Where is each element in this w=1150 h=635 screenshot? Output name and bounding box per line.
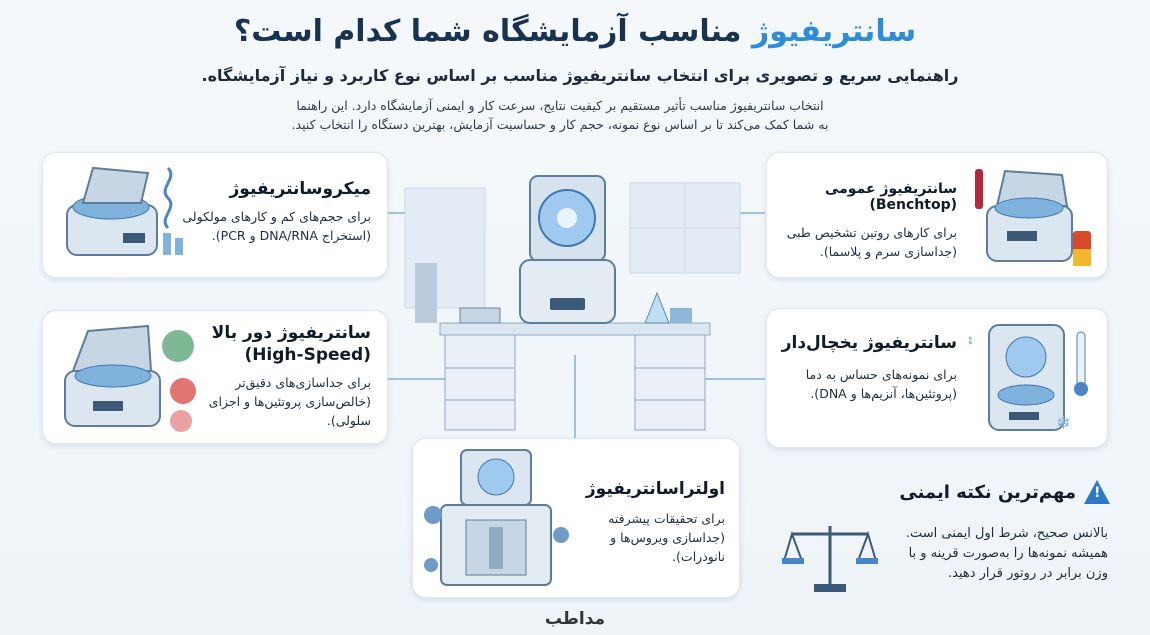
card-refrigerated-desc-2: (پروتئین‌ها، آنزیم‌ها و DNA). — [810, 386, 957, 401]
card-microcentrifuge: میکروسانتریفیوژ برای حجم‌های کم و کارهای… — [42, 152, 388, 278]
card-high-speed-title: سانتریفیوژ دور بالا — [211, 323, 371, 343]
intro-line-1: انتخاب سانتریفیوژ مناسب تأثیر مستقیم بر … — [296, 98, 824, 113]
card-ultracentrifuge-title: اولتراسانتریفیوژ — [585, 479, 725, 499]
connector-left-mid — [385, 378, 445, 380]
safety-section: ! مهم‌ترین نکته ایمنی بالانس صحیح، شرط ا… — [780, 472, 1110, 602]
card-high-speed: سانتریفیوژ دور بالا (High-Speed) برای جد… — [42, 310, 388, 444]
balance-scale-icon — [782, 526, 878, 592]
card-ultracentrifuge: اولتراسانتریفیوژ برای تحقیقات پیشرفته (ج… — [412, 438, 740, 598]
card-microcentrifuge-desc-2: (استخراج DNA/RNA و PCR). — [211, 228, 371, 243]
high-speed-centrifuge-icon — [64, 324, 196, 432]
svg-text:❄: ❄ — [1056, 413, 1071, 434]
footer-brand: مداطب — [544, 609, 606, 629]
card-microcentrifuge-title: میکروسانتریفیوژ — [229, 179, 372, 199]
intro-text: انتخاب سانتریفیوژ مناسب تأثیر مستقیم بر … — [240, 96, 880, 134]
safety-title: مهم‌ترین نکته ایمنی — [899, 481, 1076, 503]
card-microcentrifuge-desc-1: برای حجم‌های کم و کارهای مولکولی — [182, 209, 371, 224]
warning-icon: ! — [1084, 480, 1110, 504]
safety-desc-3: وزن برابر در روتور قرار دهید. — [948, 566, 1108, 581]
connector-bottom — [574, 355, 576, 440]
card-high-speed-title-en: (High-Speed) — [244, 345, 371, 365]
card-refrigerated-desc-1: برای نمونه‌های حساس به دما — [805, 367, 957, 382]
microcentrifuge-icon — [66, 166, 183, 256]
card-benchtop-title: سانتریفیوژ عمومی (Benchtop) — [824, 181, 957, 213]
card-refrigerated-title: سانتریفیوژ یخچال‌دار — [781, 333, 957, 353]
benchtop-centrifuge-icon — [975, 169, 1091, 266]
card-ultracentrifuge-desc-1: برای تحقیقات پیشرفته — [608, 511, 725, 526]
card-high-speed-desc-2: (خالص‌سازی پروتئین‌ها و اجزای — [208, 394, 371, 409]
intro-line-2: به شما کمک می‌کند تا بر اساس نوع نمونه، … — [291, 117, 829, 132]
card-refrigerated: ❄ ❄ سانتریفیوژ یخچال‌دار برای نمونه‌های … — [766, 308, 1108, 448]
card-benchtop: سانتریفیوژ عمومی (Benchtop) برای کارهای … — [766, 152, 1108, 278]
page-title: سانتریفیوژ مناسب آزمایشگاه شما کدام است؟ — [200, 14, 950, 49]
safety-desc-2: همیشه نمونه‌ها را به‌صورت قرینه و با — [908, 546, 1108, 561]
page-title-rest: مناسب آزمایشگاه شما کدام است؟ — [233, 14, 742, 49]
page-subtitle: راهنمایی سریع و تصویری برای انتخاب سانتر… — [201, 66, 959, 85]
card-high-speed-desc-1: برای جداسازی‌های دقیق‌تر — [235, 375, 371, 390]
connector-right-mid — [705, 378, 765, 380]
card-ultracentrifuge-desc-2: (جداسازی ویروس‌ها و نانوذرات). — [610, 530, 725, 564]
card-benchtop-desc-2: (جداسازی سرم و پلاسما). — [819, 244, 957, 259]
page-title-accent: سانتریفیوژ — [751, 14, 917, 49]
safety-desc-1: بالانس صحیح، شرط اول ایمنی است. — [905, 526, 1108, 541]
card-high-speed-desc-3: سلولی). — [326, 413, 371, 428]
refrigerated-centrifuge-icon: ❄ ❄ — [969, 324, 1088, 434]
svg-text:❄: ❄ — [969, 331, 974, 352]
ultracentrifuge-icon — [424, 449, 569, 586]
card-benchtop-desc-1: برای کارهای روتین تشخیص طبی — [786, 225, 957, 240]
central-lab-illustration — [404, 175, 741, 431]
